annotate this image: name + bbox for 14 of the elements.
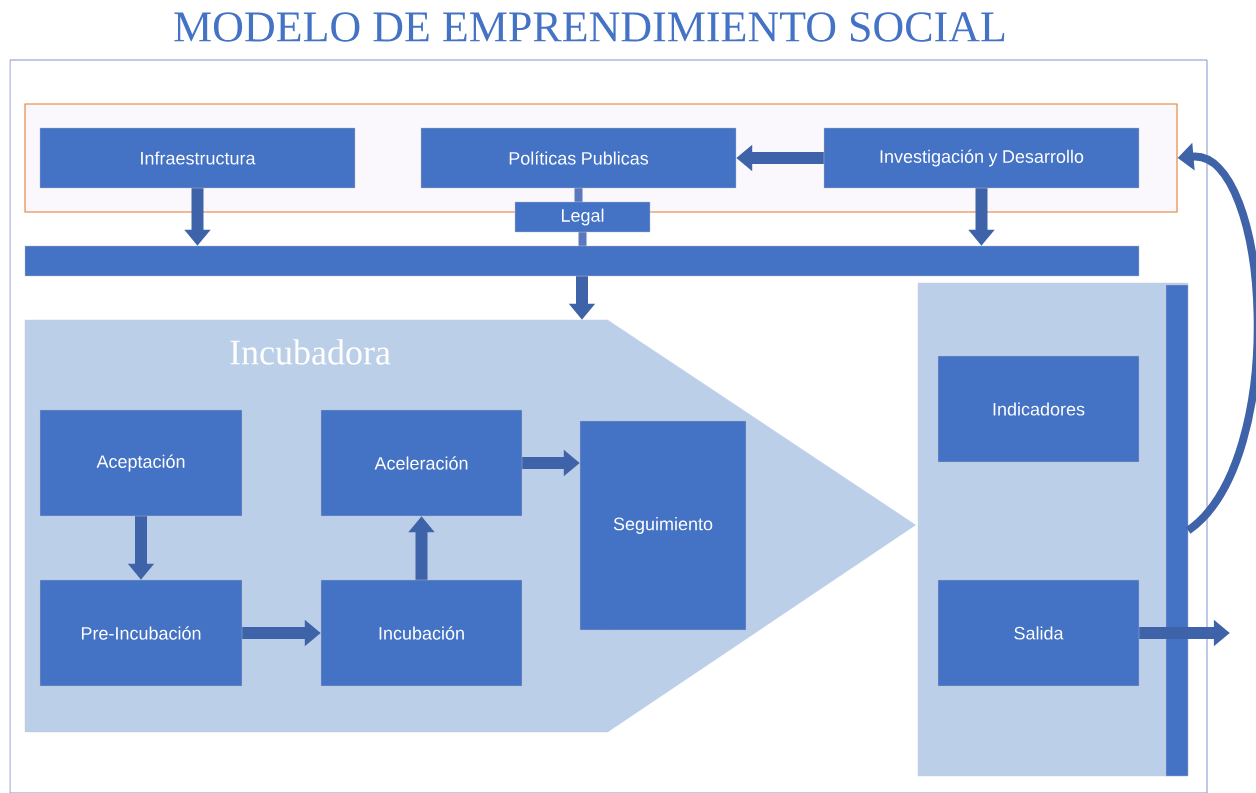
bar — [1165, 284, 1189, 777]
process-box: Pre-Incubación — [39, 579, 243, 687]
process-box: Políticas Publicas — [420, 127, 737, 189]
process-box: Aceleración — [320, 409, 523, 517]
process-box: Investigación y Desarrollo — [823, 127, 1140, 189]
process-box: Legal — [514, 201, 651, 233]
bar — [24, 245, 1140, 277]
process-box: Aceptación — [39, 409, 243, 517]
process-box: Seguimiento — [579, 420, 747, 631]
process-box: Infraestructura — [39, 127, 356, 189]
process-box: Salida — [937, 579, 1140, 687]
process-box: Indicadores — [937, 355, 1140, 463]
process-box: Incubación — [320, 579, 523, 687]
title: MODELO DE EMPRENDIMIENTO SOCIAL — [174, 12, 1005, 42]
